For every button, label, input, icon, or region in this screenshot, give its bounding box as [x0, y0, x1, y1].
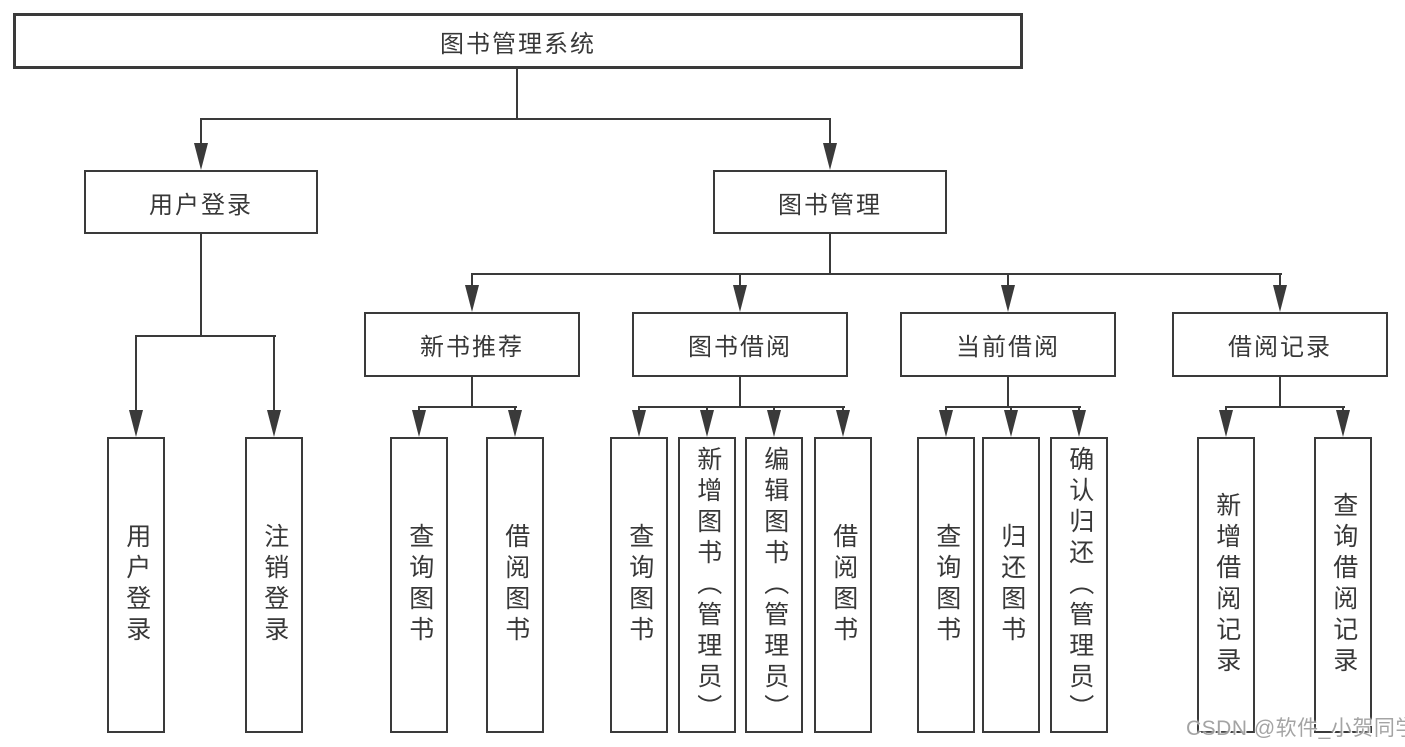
connector-user-login-drop — [200, 234, 202, 337]
arrow-down-icon — [700, 410, 714, 437]
connector-level2-bracket — [200, 118, 831, 120]
leaf-user-login: 用户登录 — [107, 437, 165, 733]
leaf-query-books-recommend-label: 查询图书 — [405, 523, 434, 647]
leaf-add-borrow-record-label: 新增借阅记录 — [1212, 492, 1241, 678]
leaf-query-borrow-record: 查询借阅记录 — [1314, 437, 1372, 733]
node-book-management: 图书管理 — [713, 170, 947, 234]
arrow-down-icon — [767, 410, 781, 437]
leaf-logout-login: 注销登录 — [245, 437, 303, 733]
node-user-login-label: 用户登录 — [149, 191, 253, 219]
leaf-add-books-admin-label: 新增图书（管理员） — [693, 445, 722, 725]
leaf-user-login-label: 用户登录 — [122, 523, 151, 647]
node-new-book-recommend-label: 新书推荐 — [420, 334, 524, 361]
arrow-down-icon — [836, 410, 850, 437]
connector-stem — [739, 275, 741, 287]
arrow-down-icon — [1273, 285, 1287, 312]
leaf-add-books-admin: 新增图书（管理员） — [678, 437, 736, 733]
node-new-book-recommend: 新书推荐 — [364, 312, 580, 377]
arrow-down-icon — [1004, 410, 1018, 437]
arrow-down-icon — [632, 410, 646, 437]
leaf-borrow-books-label: 借阅图书 — [829, 523, 858, 647]
leaf-logout-login-label: 注销登录 — [260, 523, 289, 647]
node-book-management-label: 图书管理 — [778, 191, 882, 219]
node-book-borrowing: 图书借阅 — [632, 312, 848, 377]
connector-level3-bracket — [471, 273, 1282, 275]
node-current-borrowing-label: 当前借阅 — [956, 334, 1060, 361]
leaf-add-borrow-record: 新增借阅记录 — [1197, 437, 1255, 733]
leaf-return-books-label: 归还图书 — [997, 523, 1026, 647]
arrow-down-icon — [412, 410, 426, 437]
leaf-confirm-return-admin-label: 确认归还（管理员） — [1065, 445, 1094, 725]
connector-recommend-drop — [471, 377, 473, 408]
leaf-borrow-books-recommend: 借阅图书 — [486, 437, 544, 733]
arrow-down-icon — [465, 285, 479, 312]
node-borrowing-records: 借阅记录 — [1172, 312, 1388, 377]
arrow-down-icon — [823, 143, 837, 170]
arrow-down-icon — [733, 285, 747, 312]
leaf-query-borrow-record-label: 查询借阅记录 — [1329, 492, 1358, 678]
arrow-down-icon — [939, 410, 953, 437]
leaf-query-books-borrow: 查询图书 — [610, 437, 668, 733]
connector-current-bracket — [945, 406, 1081, 408]
connector-user-login-bracket — [135, 335, 276, 337]
arrow-down-icon — [1072, 410, 1086, 437]
leaf-confirm-return-admin: 确认归还（管理员） — [1050, 437, 1108, 733]
connector-stem — [135, 337, 137, 412]
connector-stem — [471, 275, 473, 287]
leaf-query-books-borrow-label: 查询图书 — [625, 523, 654, 647]
arrow-down-icon — [1336, 410, 1350, 437]
leaf-borrow-books: 借阅图书 — [814, 437, 872, 733]
connector-stem — [200, 120, 202, 145]
arrow-down-icon — [194, 143, 208, 170]
node-library-system-label: 图书管理系统 — [440, 30, 596, 58]
connector-recommend-bracket — [418, 406, 517, 408]
node-current-borrowing: 当前借阅 — [900, 312, 1116, 377]
leaf-return-books: 归还图书 — [982, 437, 1040, 733]
connector-records-bracket — [1225, 406, 1345, 408]
arrow-down-icon — [267, 410, 281, 437]
leaf-query-books-current: 查询图书 — [917, 437, 975, 733]
connector-root-drop — [516, 69, 518, 120]
connector-stem — [1007, 275, 1009, 287]
node-borrowing-records-label: 借阅记录 — [1228, 334, 1332, 361]
csdn-watermark: CSDN @软件_小贺同学 — [1186, 717, 1405, 740]
node-library-system: 图书管理系统 — [13, 13, 1023, 69]
leaf-edit-books-admin: 编辑图书（管理员） — [745, 437, 803, 733]
node-book-borrowing-label: 图书借阅 — [688, 334, 792, 361]
connector-borrowing-drop — [739, 377, 741, 408]
leaf-query-books-current-label: 查询图书 — [932, 523, 961, 647]
connector-stem — [829, 120, 831, 145]
arrow-down-icon — [129, 410, 143, 437]
connector-book-mgmt-drop — [829, 234, 831, 275]
arrow-down-icon — [1001, 285, 1015, 312]
connector-stem — [1279, 275, 1281, 287]
node-user-login: 用户登录 — [84, 170, 318, 234]
arrow-down-icon — [508, 410, 522, 437]
connector-records-drop — [1279, 377, 1281, 408]
leaf-borrow-books-recommend-label: 借阅图书 — [501, 523, 530, 647]
leaf-query-books-recommend: 查询图书 — [390, 437, 448, 733]
leaf-edit-books-admin-label: 编辑图书（管理员） — [760, 445, 789, 725]
arrow-down-icon — [1219, 410, 1233, 437]
connector-current-drop — [1007, 377, 1009, 408]
connector-borrowing-bracket — [638, 406, 845, 408]
connector-stem — [273, 337, 275, 412]
